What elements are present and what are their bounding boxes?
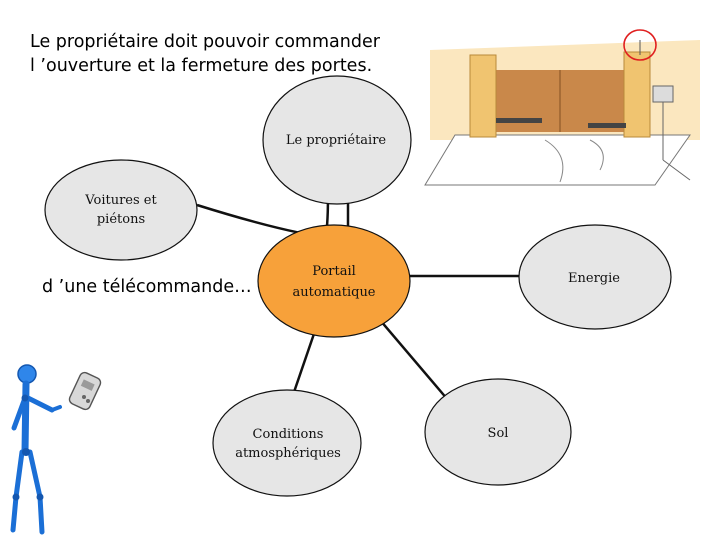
- remote-caption: d ’une télécommande…: [42, 277, 252, 297]
- antenna-marker-circle: [623, 29, 657, 61]
- node-proprietaire: Le propriétaire: [262, 75, 412, 205]
- page-heading: Le propriétaire doit pouvoir commander l…: [30, 30, 420, 78]
- node-conditions: Conditions atmosphériques: [212, 389, 362, 497]
- remote-control-icon: [68, 371, 102, 411]
- node-energie-label: Energie: [568, 271, 620, 286]
- node-conditions-line2: atmosphériques: [235, 446, 341, 461]
- node-proprietaire-label: Le propriétaire: [286, 133, 387, 148]
- node-conditions-line1: Conditions: [253, 427, 324, 442]
- node-portail: Portail automatique: [257, 224, 411, 338]
- gate-illustration: [424, 29, 700, 186]
- node-portail-line1: Portail: [312, 264, 356, 279]
- heading-line-1: Le propriétaire doit pouvoir commander: [30, 32, 380, 52]
- link-portail-conditions: [291, 324, 319, 396]
- node-voitures-line1: Voitures et: [84, 193, 157, 208]
- heading-line-2: l ’ouverture et la fermeture des portes.: [30, 56, 373, 76]
- link-portail-sol: [379, 319, 449, 401]
- node-energie: Energie: [518, 224, 672, 330]
- node-voitures: Voitures et piétons: [44, 159, 198, 261]
- node-portail-line2: automatique: [292, 285, 375, 300]
- node-sol-label: Sol: [488, 426, 509, 441]
- node-voitures-line2: piétons: [97, 212, 145, 227]
- user-figure: [10, 364, 62, 535]
- node-sol: Sol: [424, 378, 572, 486]
